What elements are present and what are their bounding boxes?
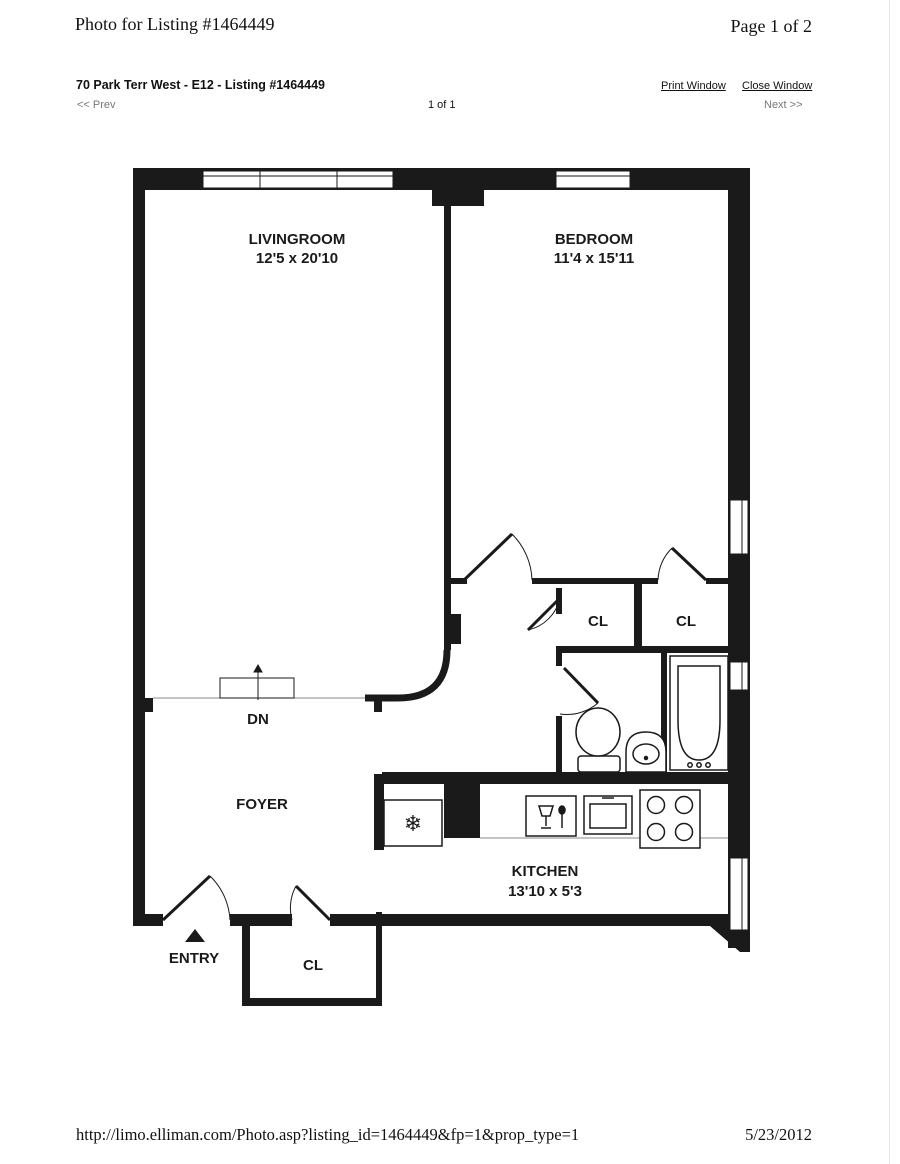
livingroom-name: LIVINGROOM: [249, 231, 346, 248]
print-window-link[interactable]: Print Window: [661, 80, 726, 92]
kitchen-size: 13'10 x 5'3: [508, 883, 582, 900]
outer-walls: [133, 168, 750, 1006]
foyer-name: FOYER: [236, 796, 288, 813]
entry-label: ENTRY: [169, 950, 219, 967]
bedroom-size: 11'4 x 15'11: [554, 250, 635, 267]
dishwasher: [525, 795, 577, 837]
entry-arrow-icon: [185, 929, 205, 942]
page-header-title: Photo for Listing #1464449: [75, 14, 275, 34]
interior-walls: [145, 190, 730, 850]
svg-text:❄: ❄: [404, 811, 422, 836]
down-label: DN: [247, 711, 269, 728]
closet-label-left: CL: [588, 613, 608, 630]
windows: [202, 170, 749, 931]
down-steps: [219, 663, 295, 700]
page-edge-divider: [889, 0, 890, 1164]
toilet: [575, 707, 621, 773]
footer-date: 5/23/2012: [745, 1125, 812, 1144]
close-window-link[interactable]: Close Window: [742, 80, 813, 92]
doors: [161, 532, 708, 922]
bathtub: [669, 655, 729, 771]
closet-label-right: CL: [676, 613, 696, 630]
bedroom-name: BEDROOM: [555, 231, 633, 248]
kitchen-sink: [583, 795, 633, 835]
page-number: Page 1 of 2: [730, 16, 812, 36]
footer-url: http://limo.elliman.com/Photo.asp?listin…: [76, 1125, 580, 1144]
livingroom-size: 12'5 x 20'10: [256, 250, 338, 267]
refrigerator: ❄: [383, 799, 443, 847]
image-counter: 1 of 1: [428, 99, 456, 111]
closet-label-entry: CL: [303, 957, 323, 974]
room-labels: LIVINGROOM 12'5 x 20'10 BEDROOM 11'4 x 1…: [169, 231, 696, 974]
prev-link[interactable]: << Prev: [77, 99, 116, 111]
next-link[interactable]: Next >>: [764, 99, 803, 111]
bathroom-sink: [625, 731, 667, 773]
listing-title: 70 Park Terr West - E12 - Listing #14644…: [76, 78, 325, 92]
kitchen-name: KITCHEN: [512, 863, 579, 880]
stove: [639, 789, 701, 849]
